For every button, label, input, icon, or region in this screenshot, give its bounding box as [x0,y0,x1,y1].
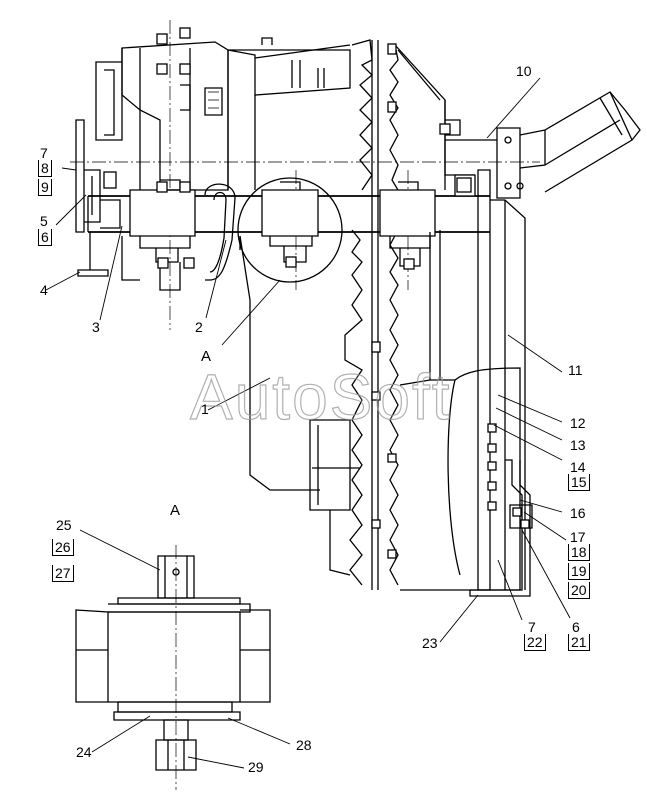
callout-12: 12 [570,415,586,431]
callout-19: 19 [568,563,590,580]
callout-4: 4 [40,282,48,298]
callout-2: 2 [195,319,203,335]
bolts [103,27,530,559]
leader-lines [45,77,571,643]
callout-7: 7 [40,145,48,161]
callout-11: 11 [568,362,583,378]
callout-9: 9 [38,179,52,196]
bracket [469,459,533,597]
callout-13: 13 [570,437,586,453]
callout-24: 24 [76,744,92,760]
callout-21: 21 [568,634,590,651]
callout-7b: 7 [528,619,536,635]
callout-26: 26 [52,539,74,556]
housing-right-upper [444,91,641,199]
callout-17: 17 [570,529,586,545]
callout-6b: 6 [572,619,580,635]
callout-27: 27 [52,565,74,582]
hose-inner [209,191,227,273]
housing-lower [239,235,360,576]
detail-view-a [75,529,291,790]
callout-8: 8 [38,160,52,177]
callout-23: 23 [422,635,438,651]
callout-10: 10 [516,63,532,79]
housing-middle [204,37,351,190]
callout-28: 28 [296,737,312,753]
callout-25: 25 [56,517,72,533]
callout-29: 29 [248,759,264,775]
mount-blocks [121,174,476,291]
callout-22: 22 [524,634,546,651]
view-label-detail: A [170,502,181,519]
callout-1: 1 [201,401,209,417]
callout-20: 20 [568,582,590,599]
detail-circle-a [237,177,343,283]
gear-column [344,39,446,590]
view-label-top: A [201,348,212,365]
callout-15: 15 [568,474,590,491]
callout-18: 18 [568,544,590,561]
callout-14: 14 [570,459,586,475]
callout-3: 3 [92,319,100,335]
hose [204,183,236,281]
callout-16: 16 [570,505,586,521]
callout-6: 6 [38,229,52,246]
callout-5: 5 [40,213,48,229]
